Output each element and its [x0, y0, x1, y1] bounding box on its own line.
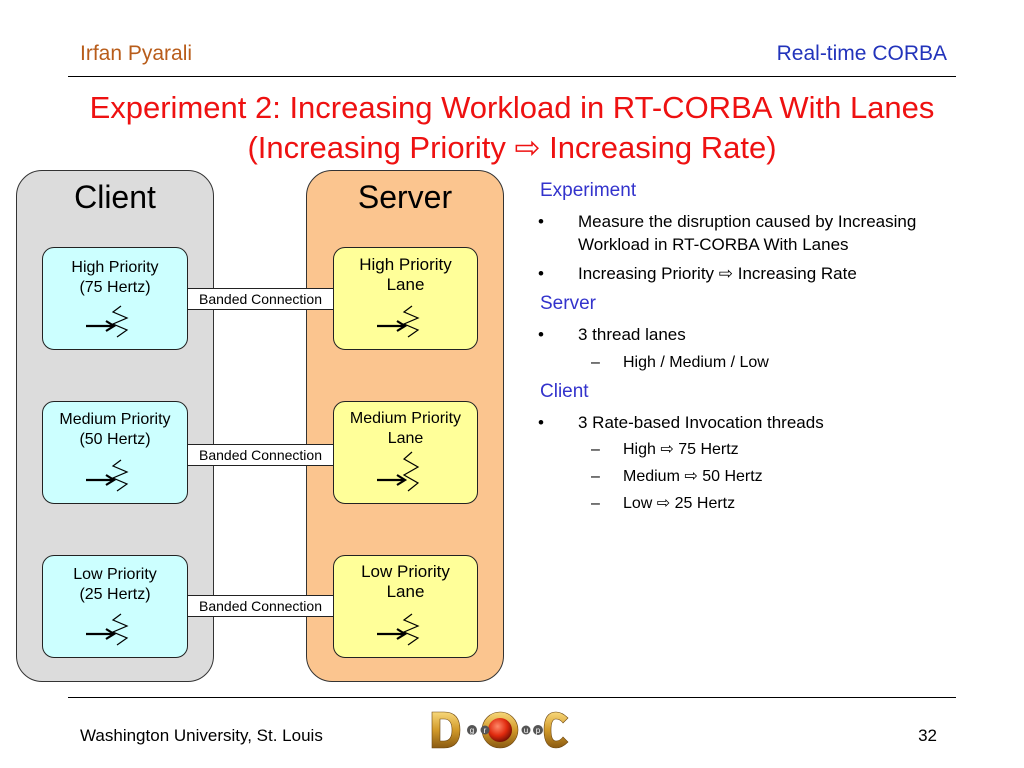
client-box-label-line1: Low Priority [73, 566, 157, 583]
server-item-1: 3 thread lanes [578, 325, 686, 344]
server-lane-label-line2: Lane [387, 430, 424, 447]
experiment-heading: Experiment [540, 180, 637, 201]
experiment-item-1-line1: Measure the disruption caused by Increas… [578, 212, 917, 231]
slide-title-line1: Experiment 2: Increasing Workload in RT-… [89, 90, 935, 125]
experiment-item-1-line2: Workload in RT-CORBA With Lanes [578, 235, 849, 254]
server-low-priority-lane: Low Priority Lane [333, 555, 478, 658]
banded-connection-high: Banded Connection [187, 288, 334, 310]
logo-small-letter: g [470, 726, 474, 735]
client-box-label-line2: (75 Hertz) [79, 279, 151, 296]
thread-icon [377, 451, 420, 492]
experiment-item-2: Increasing Priority ⇨ Increasing Rate [578, 264, 857, 283]
client-medium-priority-box: Medium Priority (50 Hertz) [42, 401, 188, 504]
server-lane-label-line1: Low Priority [361, 562, 450, 581]
bullet-dot: • [538, 413, 544, 432]
dash-marker: – [591, 354, 600, 371]
presentation-topic: Real-time CORBA [776, 42, 947, 65]
server-lane-label-line2: Lane [386, 275, 425, 294]
client-box-label-line1: High Priority [71, 259, 159, 276]
client-box-label: High Priority (75 Hertz) [43, 258, 187, 298]
client-box-label-line1: Medium Priority [59, 411, 171, 428]
banded-connection-low: Banded Connection [187, 595, 334, 617]
thread-icon [377, 613, 420, 646]
dash-marker: – [591, 495, 600, 512]
author-name: Irfan Pyarali [80, 42, 193, 65]
dash-marker: – [591, 468, 600, 485]
client-box-label-line2: (50 Hertz) [79, 431, 151, 448]
client-item-1: 3 Rate-based Invocation threads [578, 413, 824, 432]
server-heading: Server [540, 293, 596, 314]
footer-divider [68, 697, 956, 698]
doc-group-logo: g r u p [430, 708, 570, 752]
header-divider [68, 76, 956, 77]
client-box-label-line2: (25 Hertz) [79, 586, 151, 603]
server-medium-priority-lane: Medium Priority Lane [333, 401, 478, 504]
server-subitem-1: High / Medium / Low [623, 354, 769, 371]
client-subitem-low: Low ⇨ 25 Hertz [623, 495, 736, 512]
server-panel-title: Server [357, 179, 453, 215]
server-high-priority-lane: High Priority Lane [333, 247, 478, 350]
client-subitem-high: High ⇨ 75 Hertz [623, 441, 739, 458]
footer-institution: Washington University, St. Louis [80, 726, 323, 745]
slide-title-line2: (Increasing Priority ⇨ Increasing Rate) [247, 130, 777, 165]
banded-connection-medium: Banded Connection [187, 444, 334, 466]
client-subitem-medium: Medium ⇨ 50 Hertz [623, 468, 763, 485]
server-lane-label: Low Priority Lane [334, 562, 477, 602]
logo-small-letter: u [524, 726, 528, 735]
client-box-label: Low Priority (25 Hertz) [43, 565, 187, 605]
bullet-dot: • [538, 264, 544, 283]
dash-marker: – [591, 441, 600, 458]
slide-title: Experiment 2: Increasing Workload in RT-… [0, 88, 1024, 168]
server-lane-label-line2: Lane [386, 582, 425, 601]
client-box-label: Medium Priority (50 Hertz) [43, 410, 187, 450]
logo-small-letter: r [484, 726, 487, 735]
bullet-dot: • [538, 212, 544, 231]
server-lane-label: High Priority Lane [334, 255, 477, 295]
server-lane-label-line1: High Priority [359, 255, 452, 274]
client-heading: Client [540, 381, 589, 402]
logo-small-letter: p [536, 726, 541, 735]
thread-icon [86, 459, 129, 492]
server-lane-label: Medium Priority Lane [334, 409, 477, 449]
bullet-dot: • [538, 325, 544, 344]
doc-logo-icon: g r u p [431, 711, 569, 749]
thread-icon [377, 305, 420, 338]
experiment-item-1: Measure the disruption caused by Increas… [578, 210, 916, 256]
client-high-priority-box: High Priority (75 Hertz) [42, 247, 188, 350]
server-lane-label-line1: Medium Priority [349, 410, 462, 427]
client-low-priority-box: Low Priority (25 Hertz) [42, 555, 188, 658]
thread-icon [86, 613, 129, 646]
client-panel-title: Client [74, 179, 156, 215]
page-number: 32 [918, 726, 937, 745]
thread-icon [86, 305, 129, 338]
